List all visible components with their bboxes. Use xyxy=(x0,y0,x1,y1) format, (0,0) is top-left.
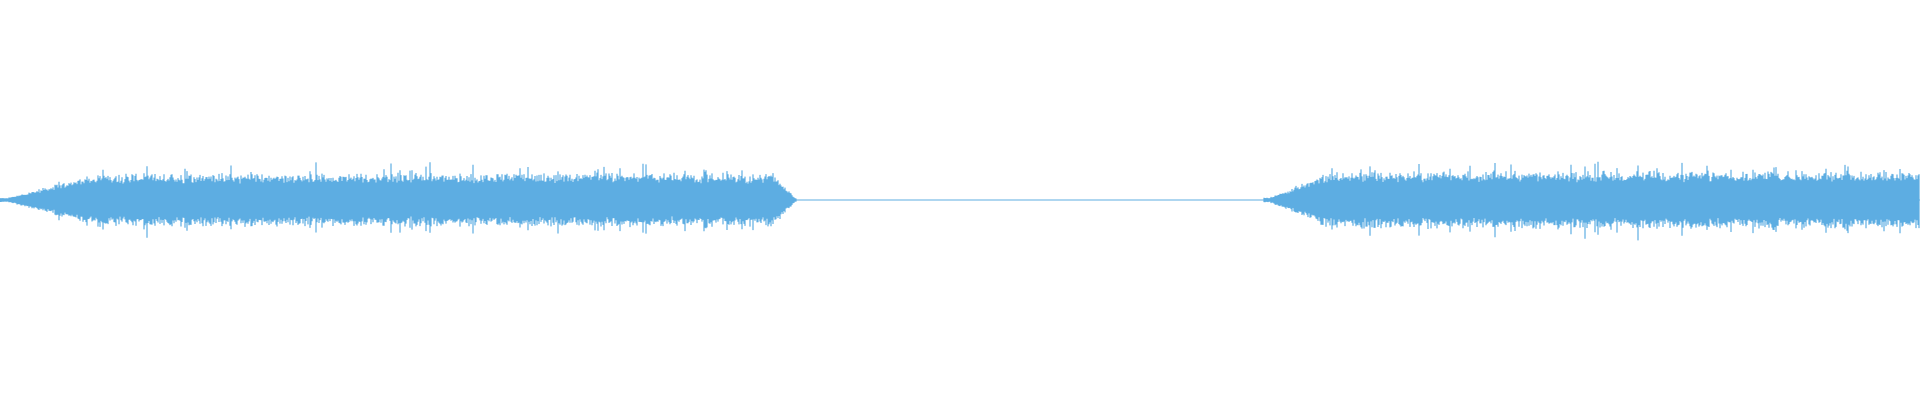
waveform-trace xyxy=(0,161,1920,241)
waveform-bars xyxy=(0,161,1920,241)
